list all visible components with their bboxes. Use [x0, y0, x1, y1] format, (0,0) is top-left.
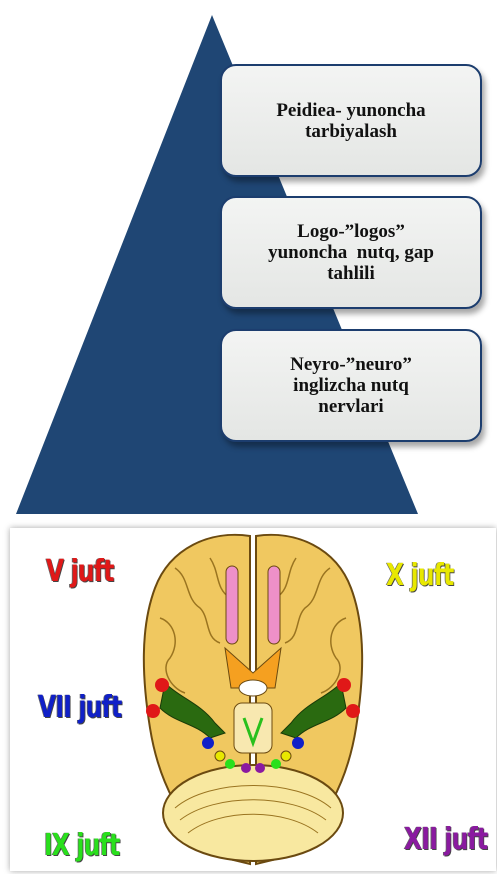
- pituitary: [239, 680, 267, 696]
- card-line: Logo-”logos”: [268, 221, 434, 242]
- pyramid-card-logos: Logo-”logos” yunoncha nutq, gap tahlili: [220, 196, 482, 309]
- pyramid-card-paideia: Peidiea- yunoncha tarbiyalash: [220, 64, 482, 177]
- card-line: yunoncha nutq, gap: [268, 242, 434, 263]
- olfactory-tract-right: [268, 566, 280, 644]
- pyramid-card-neuro: Neyro-”neuro” inglizcha nutq nervlari: [220, 329, 482, 442]
- card-line: tahlili: [268, 263, 434, 284]
- card-line: Neyro-”neuro”: [290, 354, 412, 375]
- card-line: inglizcha nutq: [290, 375, 412, 396]
- card-line: Peidiea- yunoncha: [276, 100, 425, 121]
- olfactory-tract-left: [226, 566, 238, 644]
- label-ix-juft: IX juft: [44, 828, 119, 863]
- label-vii-juft: VII juft: [38, 690, 121, 725]
- card-line: nervlari: [290, 396, 412, 417]
- brain-figure: V juft X juft VII juft IX juft XII juft: [10, 528, 496, 871]
- label-v-juft: V juft: [46, 554, 114, 589]
- label-x-juft: X juft: [386, 558, 454, 593]
- label-xii-juft: XII juft: [404, 822, 487, 857]
- card-line: tarbiyalash: [276, 121, 425, 142]
